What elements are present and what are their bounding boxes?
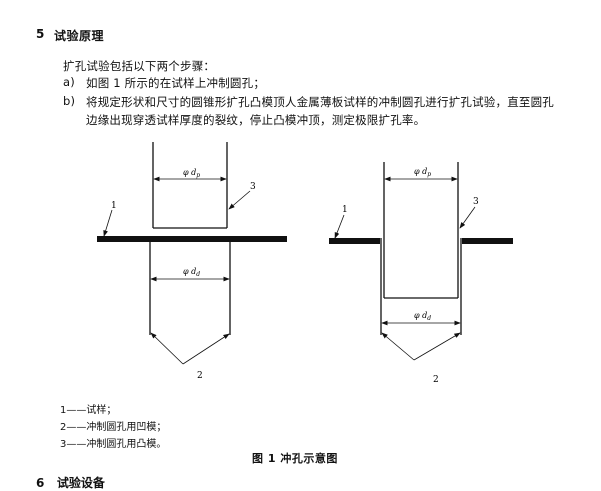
callout-3-left: 3: [250, 182, 256, 192]
sheet-specimen-left: [97, 236, 287, 242]
legend-item-3: 3——冲制圆孔用凸模。: [60, 439, 167, 450]
section-6-title: 试验设备: [56, 476, 105, 490]
section-number: 5: [36, 27, 45, 41]
callout-1-right: 1: [342, 205, 348, 215]
callout-2-right: 2: [433, 375, 439, 385]
punching-diagram: φ dp 3 1 φ dd 2 φ dp 3: [97, 142, 513, 385]
list-item-label-a: a): [63, 75, 75, 89]
dim-dd-left: φ dd: [183, 267, 200, 278]
section-title: 试验原理: [54, 29, 105, 43]
callout-2-left: 2: [197, 371, 203, 381]
legend-item-1: 1——试样；: [60, 405, 117, 416]
sheet-specimen-right-a: [329, 238, 380, 244]
figure-caption: 图 1 冲孔示意图: [252, 452, 338, 465]
die-left: [149, 242, 231, 335]
right-figure: φ dp 3 1 φ dd 2: [329, 162, 513, 385]
legend-item-2: 2——冲制圆孔用凹模；: [60, 422, 167, 433]
section-6-number: 6: [36, 476, 45, 490]
callout-3-right: 3: [473, 197, 479, 207]
list-item-text-b: 将规定形状和尺寸的圆锥形扩孔凸模顶人金属薄板试样的冲制圆孔进行扩孔试验，直至圆孔: [86, 95, 554, 109]
punch-right: [383, 162, 459, 299]
list-item-text-a: 如图 1 所示的在试样上冲制圆孔；: [86, 76, 266, 90]
dim-dp-left: φ dp: [183, 168, 200, 179]
sheet-specimen-right-b: [462, 238, 513, 244]
punch-left: [152, 142, 228, 229]
left-figure: φ dp 3 1 φ dd 2: [97, 142, 287, 381]
intro-paragraph: 扩孔试验包括以下两个步骤：: [63, 59, 216, 73]
list-item-label-b: b): [63, 94, 76, 108]
dim-dp-right: φ dp: [414, 167, 431, 178]
section-6-heading: 6 试验设备: [36, 474, 105, 491]
dim-dd-right: φ dd: [414, 311, 431, 322]
callout-1-left: 1: [111, 201, 117, 211]
list-item-text-b-continued: 边缘出现穿透试样厚度的裂纹，停止凸模冲顶，测定极限扩孔率。: [86, 113, 426, 127]
